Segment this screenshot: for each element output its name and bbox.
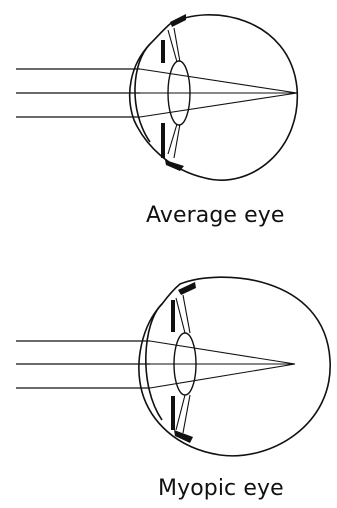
myopic-eye-caption: Myopic eye <box>158 476 284 501</box>
average-incoming-rays <box>16 68 140 118</box>
average-eyeball-outline <box>128 14 299 181</box>
average-upper-lid <box>170 14 186 27</box>
average-refracted-rays <box>139 68 298 118</box>
average-ciliary <box>167 27 181 159</box>
average-eye-caption: Average eye <box>146 203 285 228</box>
average-cornea <box>134 43 151 143</box>
average-lower-lid <box>165 160 184 171</box>
